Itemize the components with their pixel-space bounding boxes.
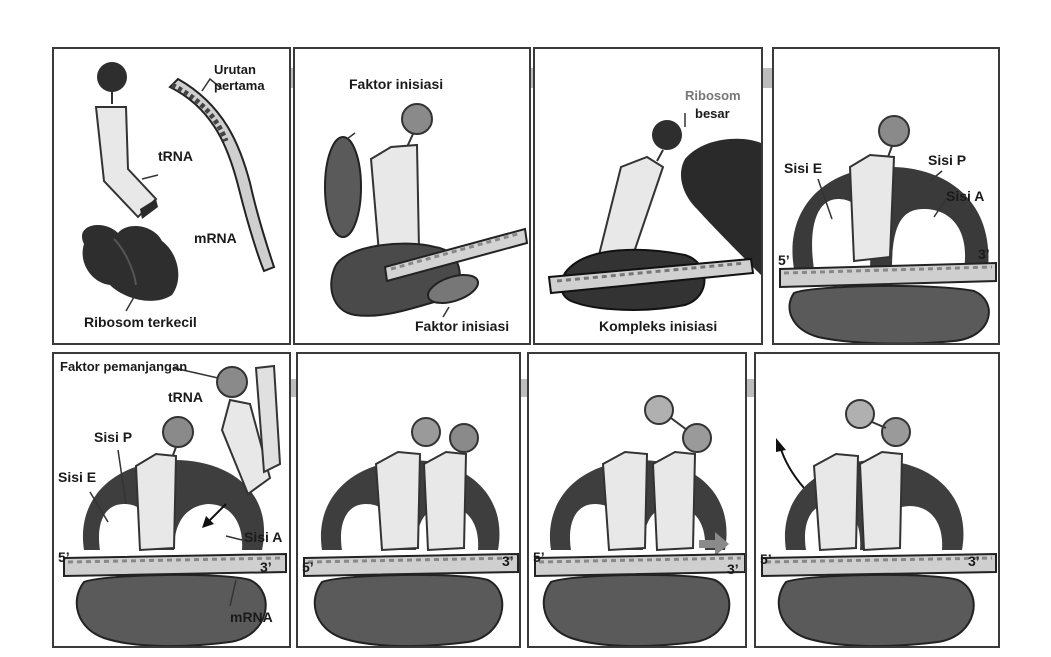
panel-2-initiation-factor: Faktor inisiasi Faktor inisiasi: [293, 47, 531, 345]
label-three-prime: 3’: [260, 559, 272, 575]
label-initiation-factor-bottom: Faktor inisiasi: [415, 318, 510, 334]
label-initiation-factor-top: Faktor inisiasi: [349, 76, 444, 92]
label-mrna: mRNA: [194, 230, 237, 246]
label-trna: tRNA: [158, 148, 193, 164]
panel-6-drawing: [303, 417, 519, 646]
panel-3-drawing: [547, 113, 761, 311]
label-first-sequence-1: Urutan: [214, 62, 256, 77]
panel-5-drawing: [63, 364, 287, 646]
panel-7-drawing: [534, 395, 745, 646]
label-e-site: Sisi E: [784, 160, 823, 176]
label-large-ribosome-1: Ribosom: [685, 88, 741, 103]
mrna-strand: [761, 552, 997, 578]
large-ribosome: [681, 138, 761, 275]
label-p-site: Sisi P: [928, 152, 967, 168]
panel-6-peptide-bond: 5’ 3’: [296, 352, 521, 648]
panel-1-drawing: [81, 62, 276, 312]
label-three-prime: 3’: [978, 246, 990, 262]
mrna-strand: [303, 552, 519, 578]
panel-7-translocation: 5’ 3’: [527, 352, 747, 648]
panel-4-ribosome-sites: Sisi E Sisi P Sisi A 5’ 3’: [772, 47, 1000, 345]
initiation-factor-shape: [324, 136, 362, 238]
label-initiation-complex: Kompleks inisiasi: [599, 318, 718, 334]
panel-1-components: Urutan pertama tRNA mRNA Ribosom terkeci…: [52, 47, 291, 345]
label-p-site: Sisi P: [94, 429, 133, 445]
label-elongation-factor: Faktor pemanjangan: [60, 359, 188, 374]
mrna-strand: [779, 261, 997, 289]
panel-2-drawing: [324, 103, 529, 318]
panel-8-trna-exit: 5’ 3’: [754, 352, 1000, 648]
label-five-prime: 5’: [302, 559, 314, 575]
label-five-prime: 5’: [533, 549, 545, 565]
label-small-ribosome: Ribosom terkecil: [84, 314, 197, 330]
label-five-prime: 5’: [760, 551, 772, 567]
trna-tube: [94, 106, 158, 219]
panel-8-drawing: [761, 399, 997, 646]
label-first-sequence-2: pertama: [214, 78, 265, 93]
label-five-prime: 5’: [58, 549, 70, 565]
label-a-site: Sisi A: [244, 529, 283, 545]
panel-5-elongation-factor: Faktor pemanjangan tRNA Sisi P Sisi E Si…: [52, 352, 291, 648]
label-five-prime: 5’: [778, 252, 790, 268]
label-three-prime: 3’: [968, 553, 980, 569]
label-e-site: Sisi E: [58, 469, 97, 485]
panel-4-drawing: [779, 115, 997, 343]
label-a-site: Sisi A: [946, 188, 985, 204]
label-three-prime: 3’: [502, 553, 514, 569]
label-mrna: mRNA: [230, 609, 273, 625]
mrna-strand: [383, 227, 529, 283]
label-trna: tRNA: [168, 389, 203, 405]
mrna-strand: [168, 77, 276, 273]
panel-3-initiation-complex: Ribosom besar Kompleks inisiasi: [533, 47, 763, 345]
label-large-ribosome-2: besar: [695, 106, 730, 121]
label-three-prime: 3’: [727, 561, 739, 577]
amino-acid: [97, 62, 127, 92]
